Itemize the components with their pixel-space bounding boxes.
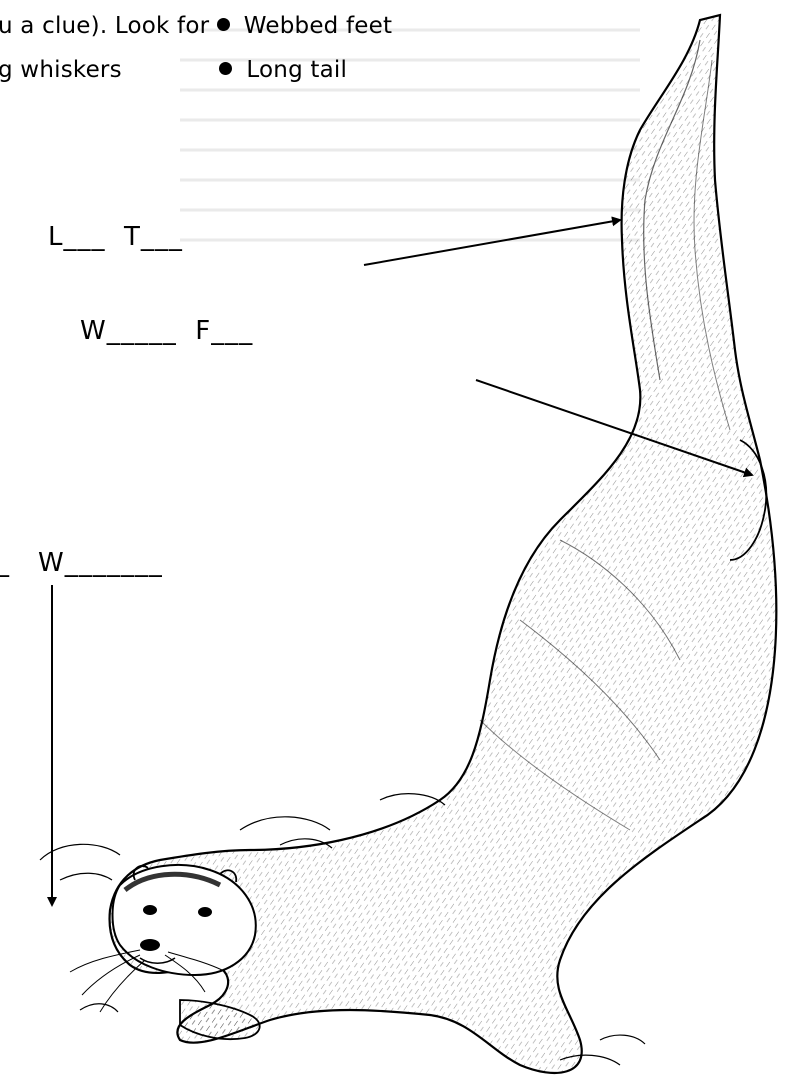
intro-line-2-prefix: g whiskers	[0, 57, 122, 83]
intro-line-1-prefix: u a clue). Look for	[0, 13, 209, 39]
bullet-icon	[219, 62, 232, 75]
intro-line-1: u a clue). Look for Webbed feet	[0, 12, 392, 40]
intro-item-webbed-feet: Webbed feet	[244, 13, 392, 39]
bullet-icon	[217, 18, 230, 31]
blank-webbed-feet: W_____ F___	[80, 316, 253, 346]
blank-whiskers: W_______	[38, 548, 163, 578]
blank-whiskers-edge: _	[0, 548, 10, 578]
blank-long-tail: L___ T___	[48, 222, 183, 252]
arrow-long-tail	[364, 220, 620, 265]
intro-item-long-tail: Long tail	[246, 57, 347, 83]
otter-body	[40, 15, 776, 1073]
intro-line-2: g whiskers Long tail	[0, 56, 347, 84]
